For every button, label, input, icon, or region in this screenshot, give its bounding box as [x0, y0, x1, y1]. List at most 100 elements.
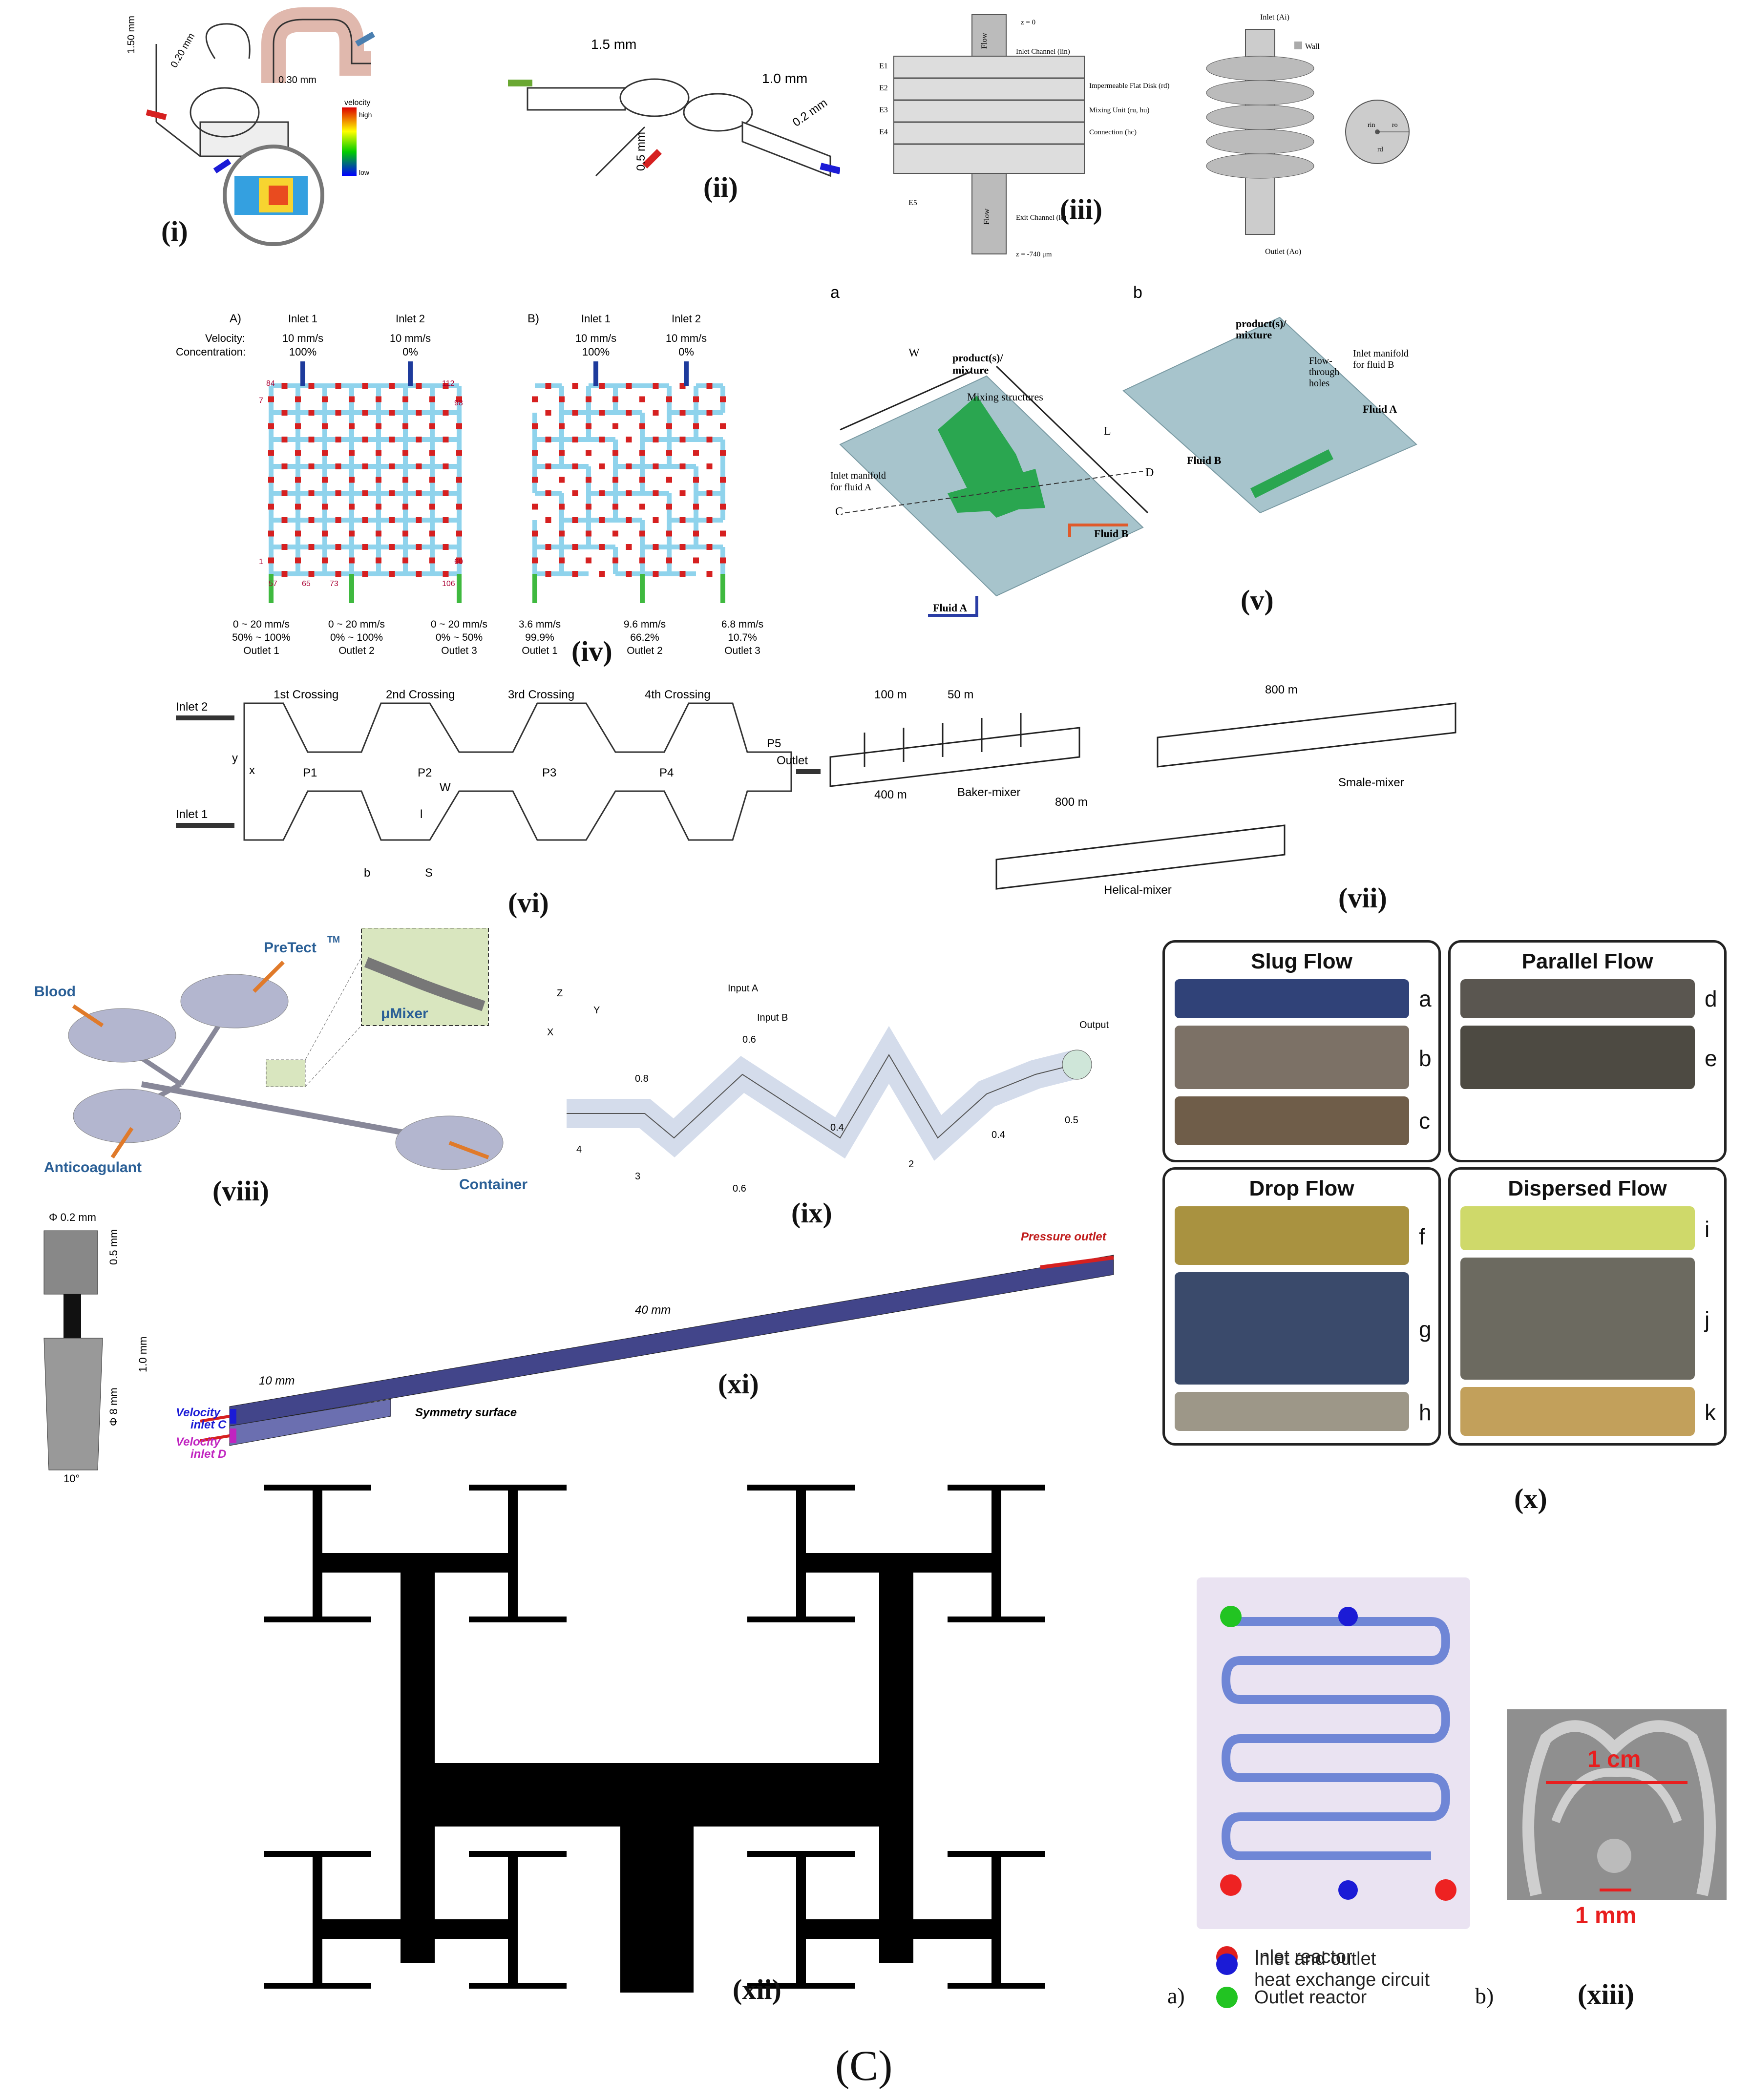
valve-node — [599, 463, 605, 469]
pretect-reservoir — [180, 974, 289, 1029]
legend-outlet-reactor: Outlet reactor — [1216, 1987, 1367, 2008]
panel-xiii: Inlet reactor Outlet reactor — [1167, 1577, 1739, 2017]
valve-node — [653, 544, 659, 550]
inlet1-label: Inlet 1 — [288, 313, 317, 325]
dim-label: 4 — [576, 1144, 582, 1155]
valve-node — [402, 557, 408, 564]
valve-node — [679, 544, 686, 550]
valve-node — [389, 463, 395, 469]
valve-node — [281, 463, 288, 469]
label-d: d — [1705, 986, 1717, 1011]
blood-reservoir — [68, 1008, 176, 1063]
valve-node — [308, 463, 315, 469]
valve-node — [389, 383, 395, 389]
valve-node — [335, 410, 341, 416]
outlet-stat: 99.9% — [525, 632, 554, 643]
dim-label: 0.5 mm — [634, 132, 648, 171]
panel-ii-figure: 1.5 mm 1.0 mm 0.2 mm 0.5 mm — [508, 37, 841, 177]
valve-node — [429, 423, 435, 429]
parallel-flow-box: Parallel Flow d e — [1448, 940, 1727, 1162]
panel-v-figure: a b product(s)/ mixture Mixing structure… — [830, 283, 1417, 617]
panel-i: velocity high low 1.50 mm 0.20 mm 0.30 m… — [126, 0, 381, 254]
crossing-label: 3rd Crossing — [508, 688, 574, 701]
label-c: c — [1419, 1108, 1430, 1134]
inlet2-velocity: 10 mm/s — [390, 332, 431, 344]
dim-label: 1.50 mm — [127, 16, 137, 54]
r-d-label: rd — [1377, 146, 1383, 153]
product-label: product(s)/ — [952, 352, 1003, 364]
valve-node — [335, 517, 341, 523]
inlet2-label: Inlet 2 — [672, 313, 701, 325]
inlet-port — [593, 361, 598, 386]
label-j: j — [1705, 1307, 1710, 1332]
valve-node — [389, 517, 395, 523]
valve-node — [362, 571, 368, 577]
inlet-b-label: Inlet manifold — [1353, 348, 1409, 359]
valve-node — [706, 383, 713, 389]
valve-node — [322, 396, 328, 402]
legend-label: Inlet and outlet — [1254, 1949, 1376, 1969]
valve-node — [572, 517, 578, 523]
valve-node — [456, 396, 462, 402]
valve-node — [281, 490, 288, 496]
outlet-stat: Outlet 2 — [338, 645, 375, 656]
valve-node — [349, 504, 355, 510]
dim-label: 0.6 — [733, 1183, 746, 1194]
valve-node — [429, 557, 435, 564]
anticoagulant-label: Anticoagulant — [44, 1159, 142, 1176]
valve-node — [626, 544, 632, 550]
valve-node — [429, 504, 435, 510]
photo-i — [1460, 1206, 1695, 1250]
outlet-label: Outlet (Ao) — [1265, 248, 1301, 256]
valve-node — [612, 396, 618, 402]
axis-label: X — [547, 1027, 553, 1038]
valve-node — [308, 490, 315, 496]
valve-node — [281, 544, 288, 550]
valve-node — [443, 410, 449, 416]
trademark-label: TM — [327, 935, 340, 945]
valve-node — [443, 437, 449, 442]
level-label: E2 — [879, 84, 888, 92]
valve-node — [572, 490, 578, 496]
valve-node — [322, 504, 328, 510]
valve-node — [416, 410, 422, 416]
valve-node — [586, 396, 591, 402]
panel-i-label: (i) — [161, 215, 188, 247]
level-label: E4 — [879, 128, 888, 136]
outlet-label: Outlet — [777, 754, 808, 767]
outlet-stat: 0% ~ 50% — [436, 632, 483, 643]
outlet-port — [269, 574, 274, 603]
inlet2-conc: 0% — [402, 346, 418, 358]
valve-node — [666, 504, 672, 510]
inlet1-conc: 100% — [582, 346, 610, 358]
valve-node — [416, 490, 422, 496]
node-number: 73 — [330, 580, 338, 588]
valve-node — [349, 396, 355, 402]
valve-node — [545, 544, 551, 550]
valve-node — [639, 557, 645, 564]
valve-node — [281, 437, 288, 442]
dispersed-flow-title: Dispersed Flow — [1508, 1176, 1667, 1200]
valve-node — [532, 450, 538, 456]
velocity-legend-high: high — [359, 111, 372, 119]
valve-node — [362, 490, 368, 496]
panel-x-label: (x) — [1514, 1483, 1547, 1514]
panel-viii-figure: Blood PreTect TM Anticoagulant Container… — [34, 927, 527, 1193]
outlet-port — [457, 574, 462, 603]
legend-label: Inlet reactor — [1254, 1946, 1352, 1967]
valve-node — [376, 504, 381, 510]
p-label: P3 — [542, 766, 556, 779]
valve-node — [322, 423, 328, 429]
panel-vi-label: (vi) — [508, 887, 549, 919]
valve-node — [653, 437, 659, 442]
pretect-label: PreTect — [264, 940, 316, 956]
photo-f — [1175, 1206, 1409, 1265]
valve-node — [416, 437, 422, 442]
outlet-stat: 50% ~ 100% — [232, 632, 291, 643]
valve-node — [666, 557, 672, 564]
crossing-label: 2nd Crossing — [386, 688, 455, 701]
valve-node — [456, 530, 462, 537]
holes-label: Flow- — [1309, 356, 1332, 366]
valve-node — [653, 410, 659, 416]
outlet-stat: 10.7% — [728, 632, 757, 643]
